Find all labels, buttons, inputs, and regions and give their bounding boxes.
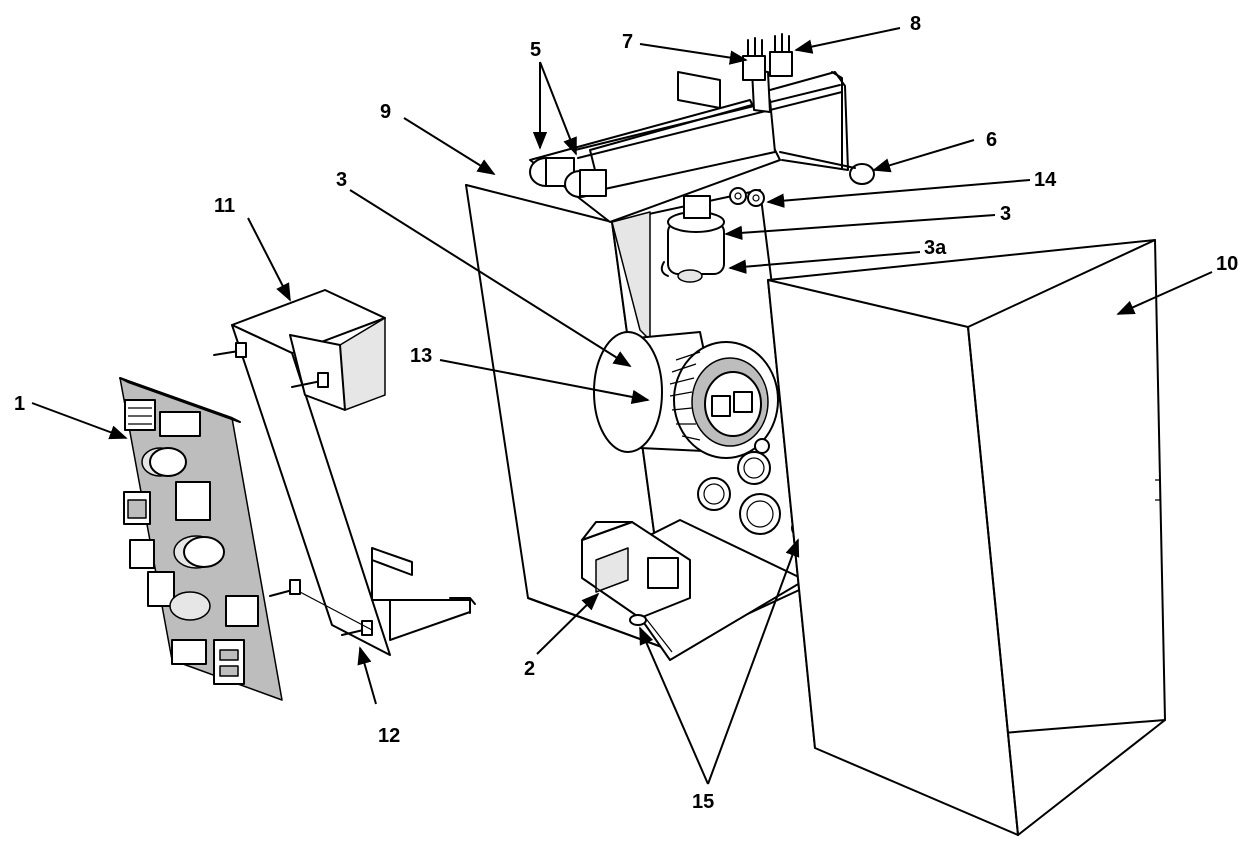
callout-7: 7 [622, 31, 633, 53]
callout-8: 8 [910, 13, 921, 35]
callout-2: 2 [524, 658, 535, 680]
callout-13: 13 [410, 345, 432, 367]
mounting-bracket-part [213, 289, 476, 656]
callout-5: 5 [530, 39, 541, 61]
callout-3-right: 3 [1000, 203, 1011, 225]
callout-3-upper: 3 [336, 169, 347, 191]
top-channel-part [529, 33, 875, 223]
terminal-plug [742, 37, 766, 81]
callout-1: 1 [14, 393, 25, 415]
wall-ports [697, 438, 809, 537]
motor-part [593, 331, 779, 459]
standoff-screw [269, 579, 301, 597]
standoff-screw [291, 372, 329, 388]
fittings-part [729, 187, 765, 207]
solenoid-valve-part [660, 195, 725, 283]
callout-labels: 1 11 12 2 3 3 3a 5 6 7 8 9 10 13 14 15 [14, 13, 1238, 813]
terminal-plug [769, 33, 793, 77]
callout-9: 9 [380, 101, 391, 123]
callout-10: 10 [1216, 253, 1238, 275]
callout-3a: 3a [924, 237, 947, 259]
callout-6: 6 [986, 129, 997, 151]
circuit-board-part [119, 377, 283, 701]
callout-15: 15 [692, 791, 714, 813]
callout-14: 14 [1034, 169, 1057, 191]
standoff-screw [213, 342, 247, 358]
callout-12: 12 [378, 725, 400, 747]
clip-bracket-part [581, 521, 691, 626]
front-cover-part [767, 239, 1166, 836]
callout-11: 11 [214, 195, 235, 217]
leader-lines [31, 27, 1213, 785]
